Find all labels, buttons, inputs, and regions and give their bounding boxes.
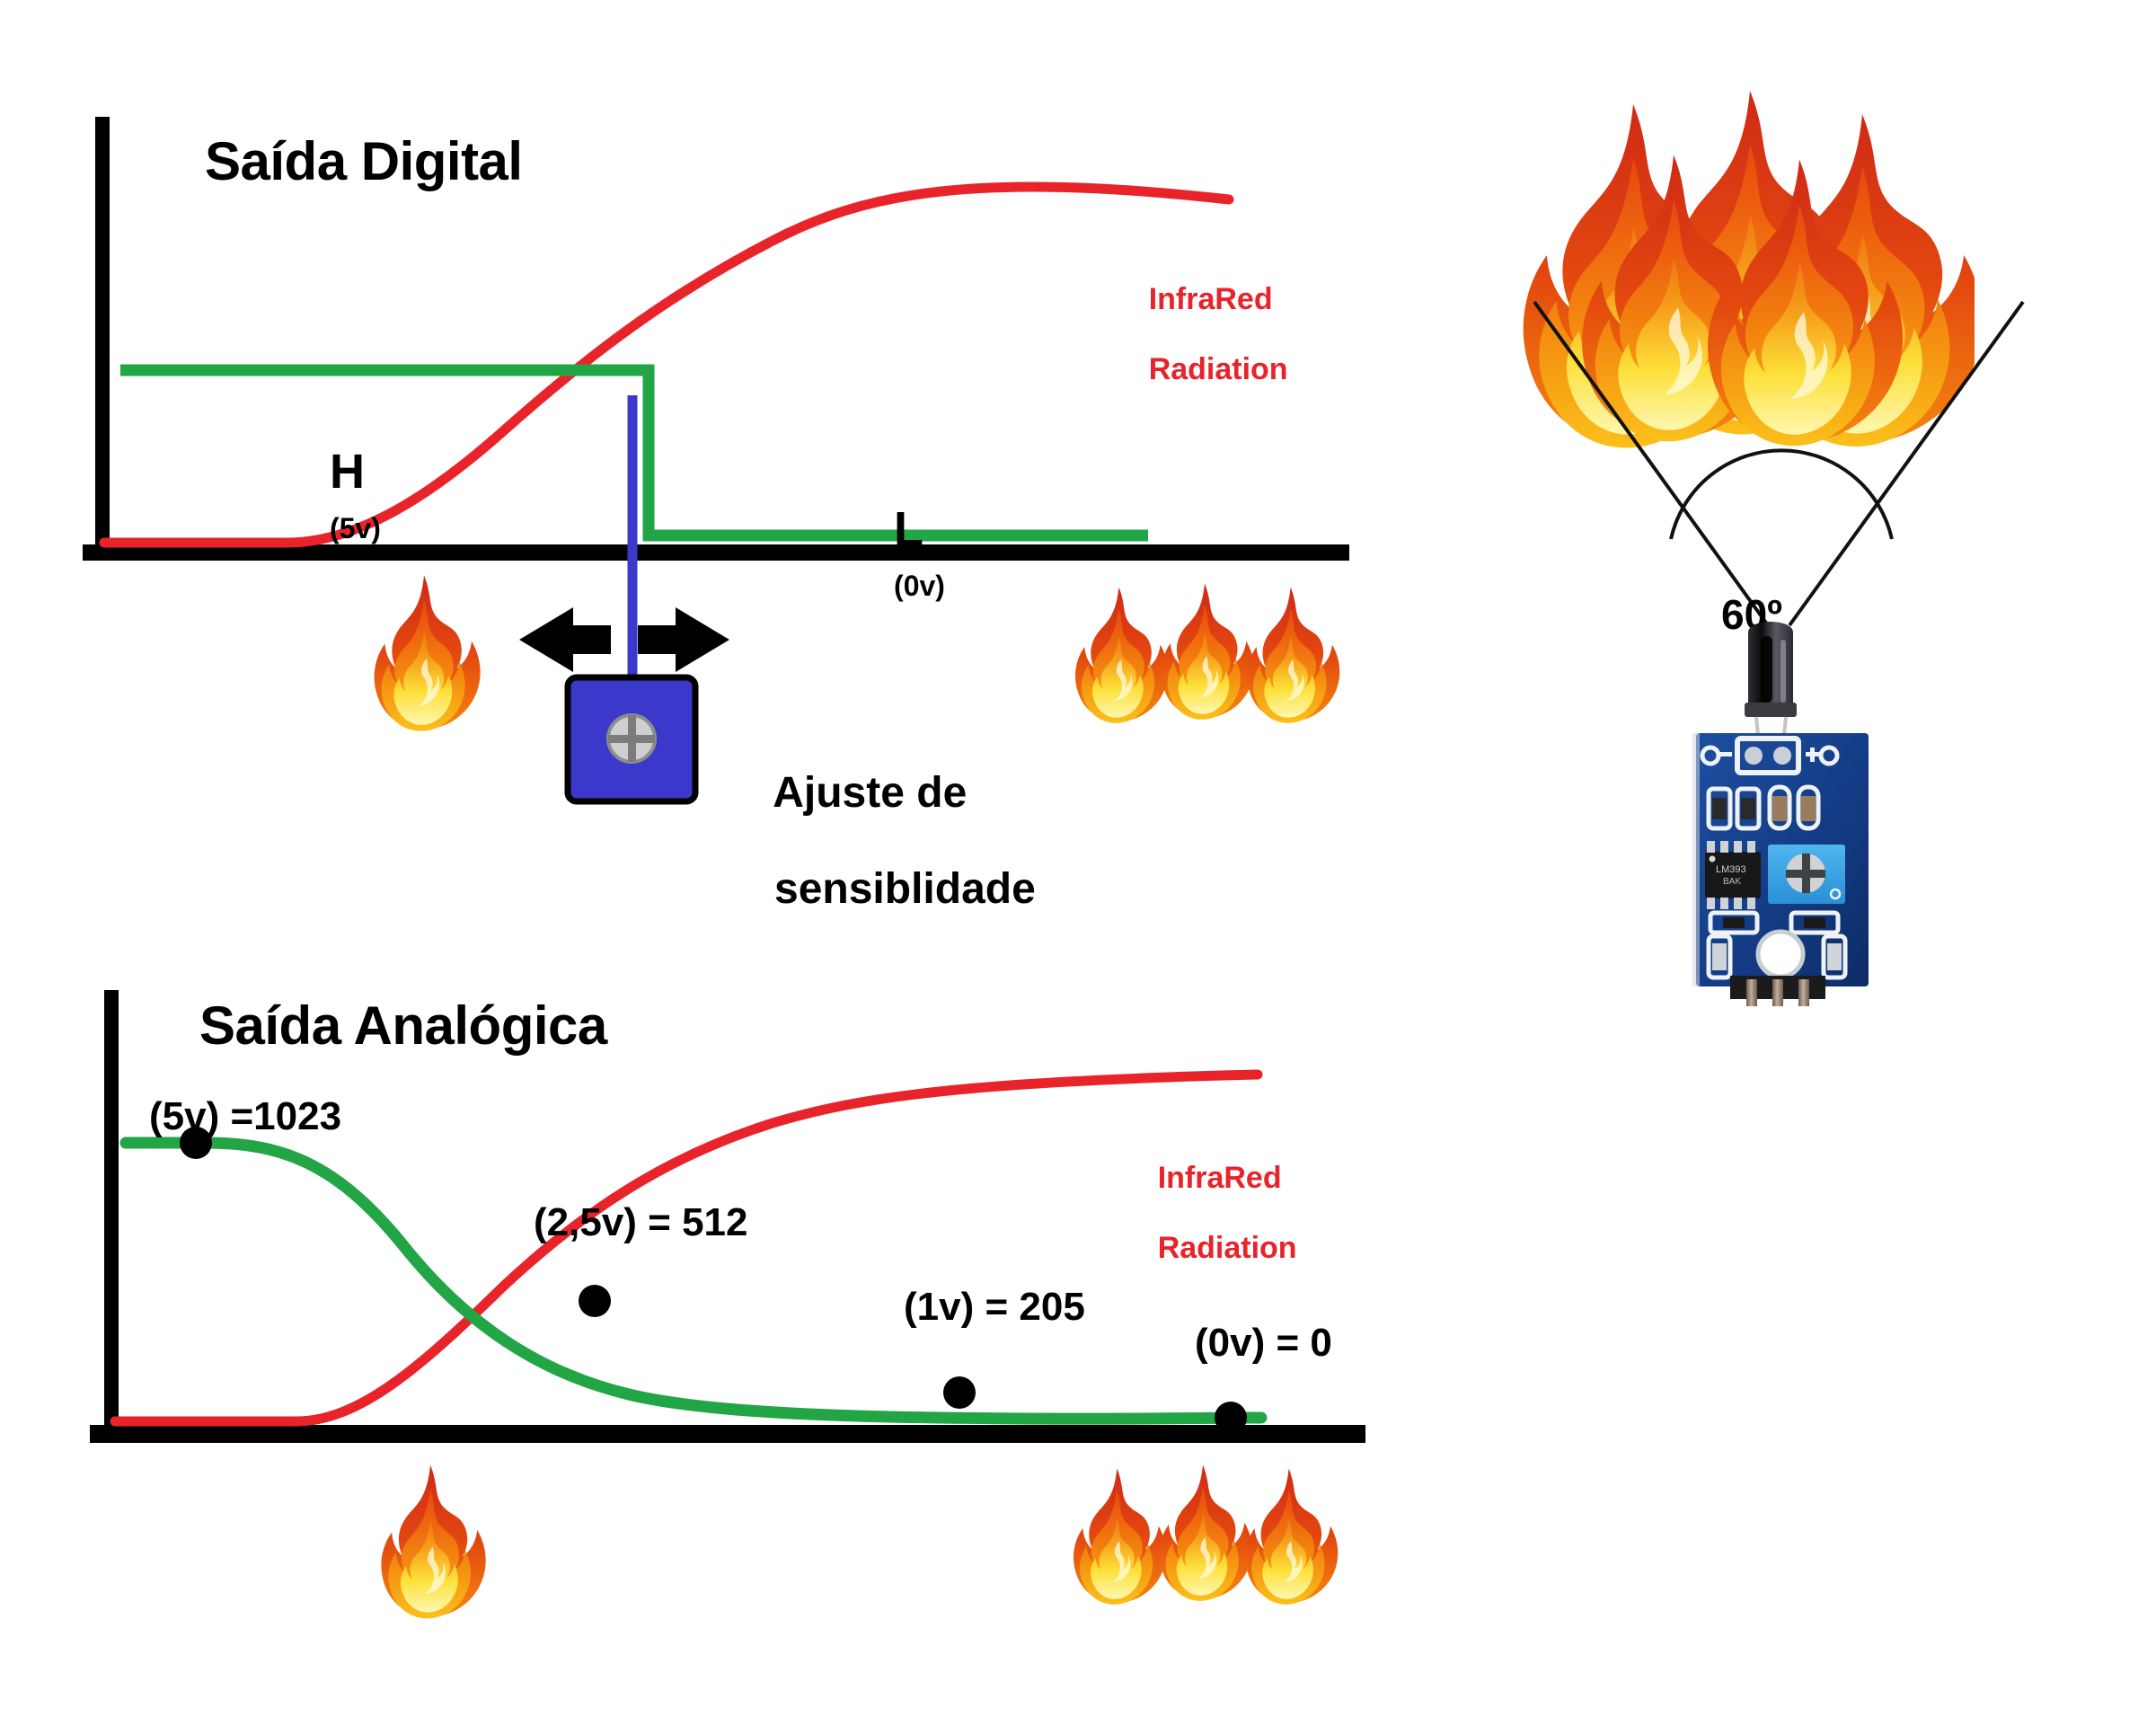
high-voltage: (5v) (330, 512, 381, 545)
left-arrow-icon (519, 607, 611, 672)
trimpot (1768, 845, 1845, 904)
angle-arc (1669, 448, 1894, 540)
analog-output-chart: Saída Analógica InfraRed Radiation (5v) … (0, 898, 1401, 1725)
analog-marker-205 (943, 1376, 976, 1409)
analog-output-curve (119, 1137, 1268, 1425)
low-letter: L (894, 501, 924, 556)
field-of-view-cone (1533, 300, 2025, 627)
analog-annotation-512: (2,5v) = 512 (534, 1200, 748, 1244)
digital-high-label: H (5v) (249, 395, 381, 599)
caption-line2: sensiblidade (774, 865, 1036, 914)
digital-flame-group (1074, 583, 1340, 723)
analog-infrared-label: InfraRed Radiation (1107, 1126, 1297, 1301)
digital-chart-axes (83, 117, 1349, 561)
cross-screw-icon (606, 713, 657, 764)
analog-chart-title: Saída Analógica (199, 995, 607, 1056)
flame-sensor-module-icon: LM393 BAK (1692, 622, 1869, 1006)
right-arrow-icon (638, 607, 729, 672)
digital-infrared-label: InfraRed Radiation (1098, 247, 1288, 422)
digital-output-chart: Saída Digital InfraRed Radiation H (5v) … (0, 0, 1401, 913)
analog-infrared-curve (110, 1069, 1263, 1427)
high-letter: H (330, 444, 366, 499)
analog-annotation-1023: (5v) =1023 (149, 1094, 342, 1138)
analog-chart-axes (90, 990, 1365, 1443)
ir-photodiode (1745, 622, 1797, 736)
sensor-field-of-view-panel: 60º (1401, 0, 2156, 1725)
ir-label-line2: Radiation (1157, 1231, 1297, 1266)
ir-label-line1: InfraRed (1148, 282, 1273, 317)
pin-header (1730, 976, 1825, 1006)
digital-chart-title: Saída Digital (205, 131, 523, 191)
digital-infrared-curve (99, 181, 1234, 548)
analog-annotation-205: (1v) = 205 (904, 1285, 1085, 1329)
ir-label-line1: InfraRed (1157, 1161, 1282, 1196)
analog-marker-0 (1215, 1402, 1247, 1434)
digital-flame-single (363, 571, 485, 733)
ir-label-line2: Radiation (1148, 352, 1288, 387)
analog-flame-group (1073, 1464, 1339, 1605)
analog-annotation-0: (0v) = 0 (1195, 1321, 1332, 1365)
sensitivity-potentiometer[interactable] (503, 575, 800, 818)
ic-part-number: LM393 (1716, 864, 1746, 875)
caption-line1: Ajuste de (773, 768, 968, 817)
analog-marker-512 (579, 1285, 611, 1317)
low-voltage: (0v) (894, 570, 945, 603)
analog-flame-single (370, 1461, 490, 1621)
digital-low-label: L (0v) (813, 453, 945, 657)
lm393-ic: LM393 BAK (1705, 841, 1761, 909)
analog-marker-1023 (180, 1127, 212, 1159)
digital-output-step (120, 364, 1148, 542)
potentiometer-caption: Ajuste de sensiblidade (702, 721, 1036, 962)
ic-sub-label: BAK (1723, 877, 1741, 887)
